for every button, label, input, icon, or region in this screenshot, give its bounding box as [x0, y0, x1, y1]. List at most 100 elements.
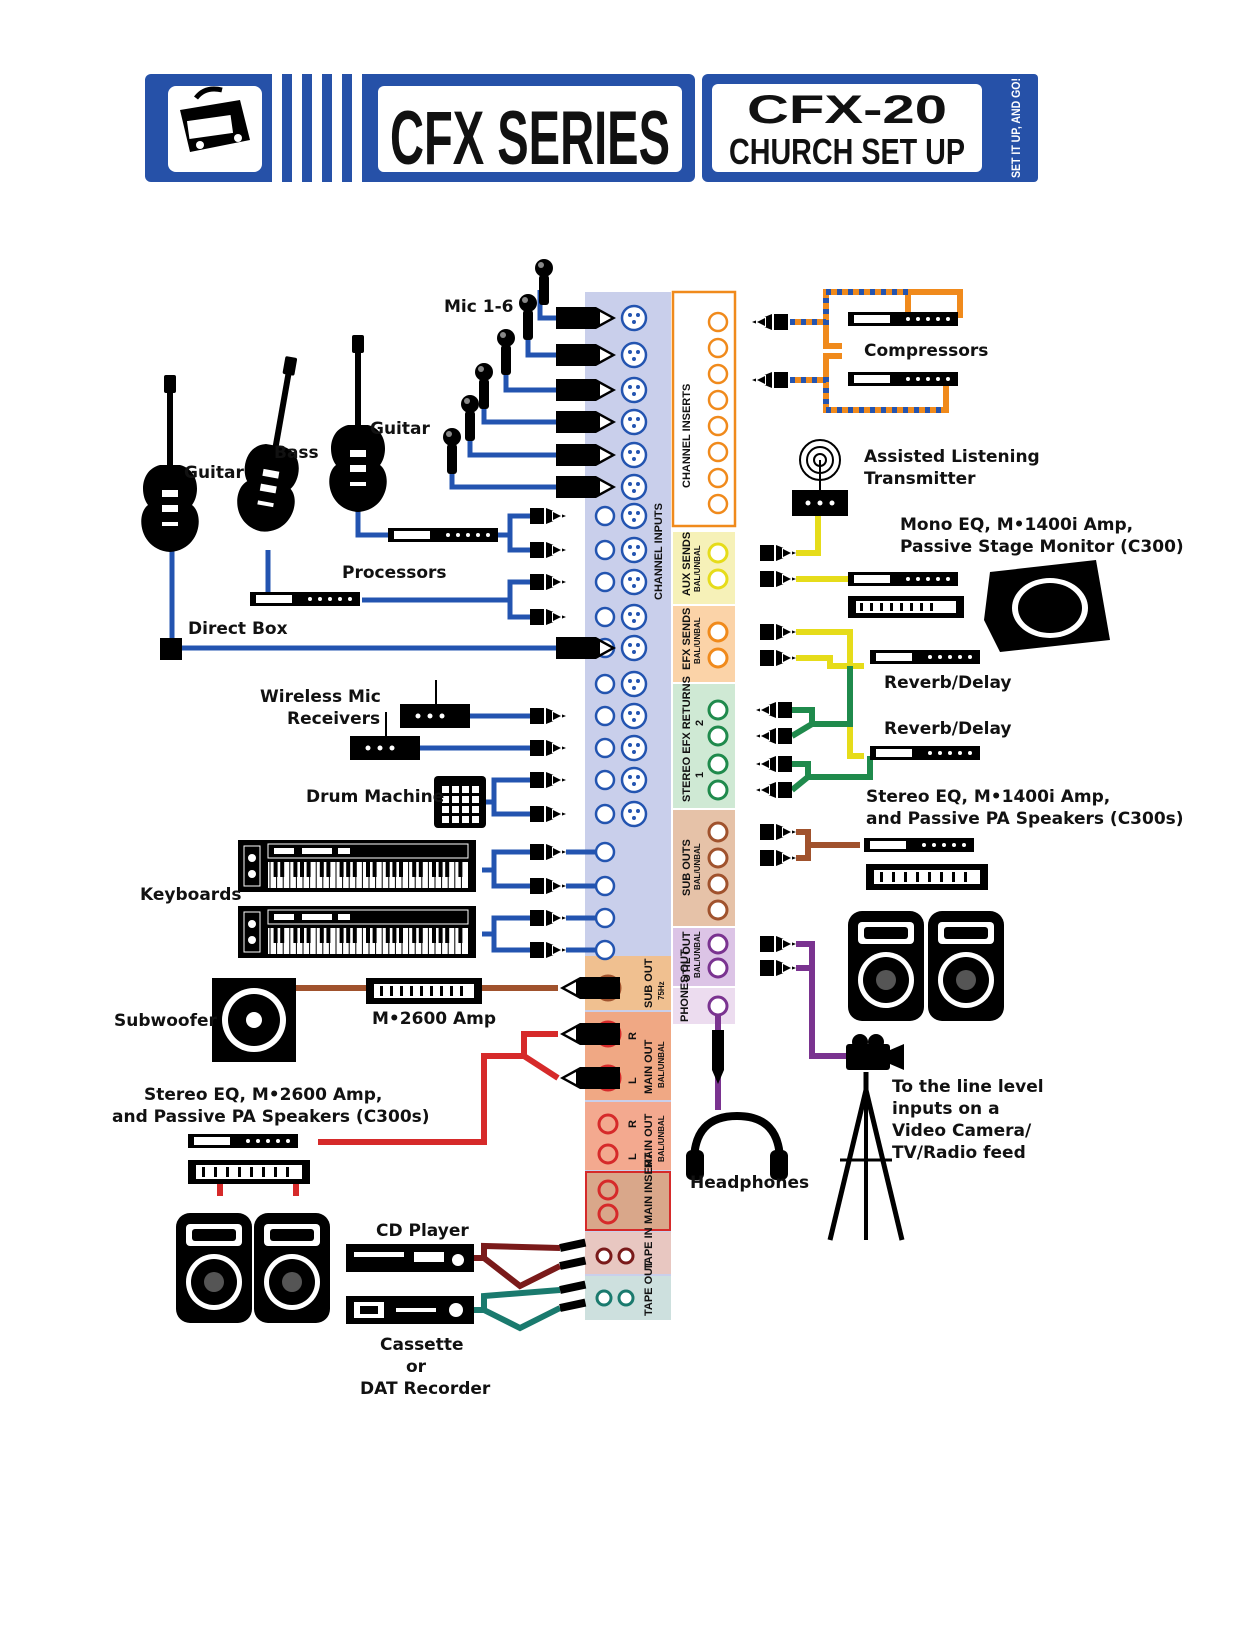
line-input-jack[interactable] — [594, 769, 616, 791]
insert-jack[interactable] — [707, 337, 729, 359]
wireless-label-2: Receivers — [287, 709, 380, 729]
quarter-inch-plug — [530, 844, 566, 860]
insert-jack[interactable] — [707, 467, 729, 489]
send-plug — [760, 571, 796, 587]
insert-jack[interactable] — [707, 311, 729, 333]
processors-label: Processors — [342, 563, 447, 583]
stereo-eq-2600-label-2: and Passive PA Speakers (C300s) — [112, 1107, 430, 1127]
efx-sends-label: EFX SENDS — [681, 608, 693, 670]
header-banner: CFX SERIES CFX-20 CHURCH SET UP SET IT U… — [145, 74, 1038, 182]
line-input-jack[interactable] — [594, 673, 616, 695]
xlr-input-jack[interactable] — [620, 734, 648, 762]
drum-machine-icon — [434, 776, 486, 828]
quarter-inch-plug — [530, 878, 566, 894]
rca-plug — [559, 1298, 587, 1312]
wireless-receiver-2 — [350, 712, 420, 760]
line-input-jack[interactable] — [594, 606, 616, 628]
return-plug — [756, 756, 792, 772]
assisted-listening-label-2: Transmitter — [864, 469, 976, 489]
line-input-jack[interactable] — [594, 875, 616, 897]
xlr-input-jack[interactable] — [620, 766, 648, 794]
guitar-right-label: Guitar — [370, 419, 430, 439]
sub-out-plug — [760, 850, 796, 866]
util-out-label: UTIL OUT — [681, 931, 693, 982]
line-input-jack[interactable] — [594, 505, 616, 527]
quarter-inch-plug — [530, 508, 566, 524]
headphone-plug — [712, 1030, 724, 1070]
m2600-label: M•2600 Amp — [372, 1009, 496, 1029]
tape-cables — [474, 1242, 562, 1332]
insert-jack[interactable] — [707, 389, 729, 411]
main-out-plug — [560, 1067, 620, 1089]
tagline: SET IT UP, AND GO! — [1009, 78, 1023, 178]
xlr-input-jack[interactable] — [620, 341, 648, 369]
pa-speaker-right-1 — [848, 911, 924, 1021]
camera-label-1: To the line level — [892, 1077, 1044, 1097]
blue-cables — [169, 290, 596, 953]
return-plug — [756, 702, 792, 718]
channel-inserts-zone — [671, 290, 737, 528]
bass-label: Bass — [274, 443, 319, 463]
keyboard-2-icon — [237, 905, 477, 959]
insert-jack[interactable] — [707, 363, 729, 385]
line-input-jack[interactable] — [594, 737, 616, 759]
line-input-jack[interactable] — [594, 841, 616, 863]
xlr-input-jack[interactable] — [620, 603, 648, 631]
xlr-input-jack[interactable] — [620, 441, 648, 469]
xlr-input-jack[interactable] — [620, 634, 648, 662]
microphone-icons — [443, 259, 553, 474]
line-input-jack[interactable] — [594, 939, 616, 961]
line-input-jack[interactable] — [594, 571, 616, 593]
quarter-inch-plug — [530, 542, 566, 558]
xlr-input-jack[interactable] — [620, 502, 648, 530]
camera-label-3: Video Camera/ — [892, 1121, 1032, 1141]
xlr-input-jack[interactable] — [620, 800, 648, 828]
drum-machine-label: Drum Machine — [306, 787, 444, 807]
subwoofer-label: Subwoofer — [114, 1011, 218, 1031]
video-camera-icon — [827, 1034, 905, 1241]
setup-subtitle: CHURCH SET UP — [729, 131, 965, 172]
main-out-r-b: R — [627, 1120, 639, 1128]
model-title: CFX-20 — [747, 88, 947, 132]
line-input-jack[interactable] — [594, 907, 616, 929]
compressor-rack-2 — [848, 372, 958, 386]
line-input-jack[interactable] — [594, 539, 616, 561]
yellow-cables — [796, 512, 864, 759]
quarter-inch-plug — [530, 708, 566, 724]
util-out-plug — [760, 960, 796, 976]
cd-player-label: CD Player — [376, 1221, 469, 1241]
efx-return-2-label: 2 — [694, 720, 706, 726]
aux-sends-zone — [673, 532, 735, 604]
quarter-inch-plug — [530, 772, 566, 788]
headphones-label: Headphones — [690, 1173, 809, 1193]
channel-inputs-label: CHANNEL INPUTS — [653, 503, 665, 600]
brown-cables — [296, 829, 860, 991]
reverb-label-2: Reverb/Delay — [884, 719, 1012, 739]
xlr-input-jack[interactable] — [620, 473, 648, 501]
subwoofer-icon — [212, 978, 296, 1062]
assisted-listening-label-1: Assisted Listening — [864, 447, 1040, 467]
line-input-jack[interactable] — [594, 803, 616, 825]
xlr-input-jack[interactable] — [620, 670, 648, 698]
xlr-input-jack[interactable] — [620, 408, 648, 436]
compressors-label: Compressors — [864, 341, 988, 361]
xlr-input-jack[interactable] — [620, 702, 648, 730]
mono-eq-label-2: Passive Stage Monitor (C300) — [900, 537, 1184, 557]
main-out-label-b: MAIN OUT — [643, 1113, 655, 1168]
line-input-jack[interactable] — [594, 705, 616, 727]
insert-jack[interactable] — [707, 441, 729, 463]
xlr-input-jack[interactable] — [620, 568, 648, 596]
main-out-label-a: MAIN OUT — [643, 1039, 655, 1094]
insert-jack[interactable] — [707, 493, 729, 515]
stereo-eq-2600-label-1: Stereo EQ, M•2600 Amp, — [144, 1085, 382, 1105]
insert-jack[interactable] — [707, 415, 729, 437]
xlr-input-jack[interactable] — [620, 376, 648, 404]
xlr-input-jack[interactable] — [620, 536, 648, 564]
camera-label-2: inputs on a — [892, 1099, 1000, 1119]
mic-label: Mic 1-6 — [444, 297, 513, 317]
stereo-eq-1400-label-1: Stereo EQ, M•1400i Amp, — [866, 787, 1110, 807]
xlr-input-jack[interactable] — [620, 304, 648, 332]
util-out-balunbal: BAL/UNBAL — [693, 931, 702, 978]
sub-out-plug — [760, 824, 796, 840]
aux-sends-balunbal: BAL/UNBAL — [693, 545, 702, 592]
